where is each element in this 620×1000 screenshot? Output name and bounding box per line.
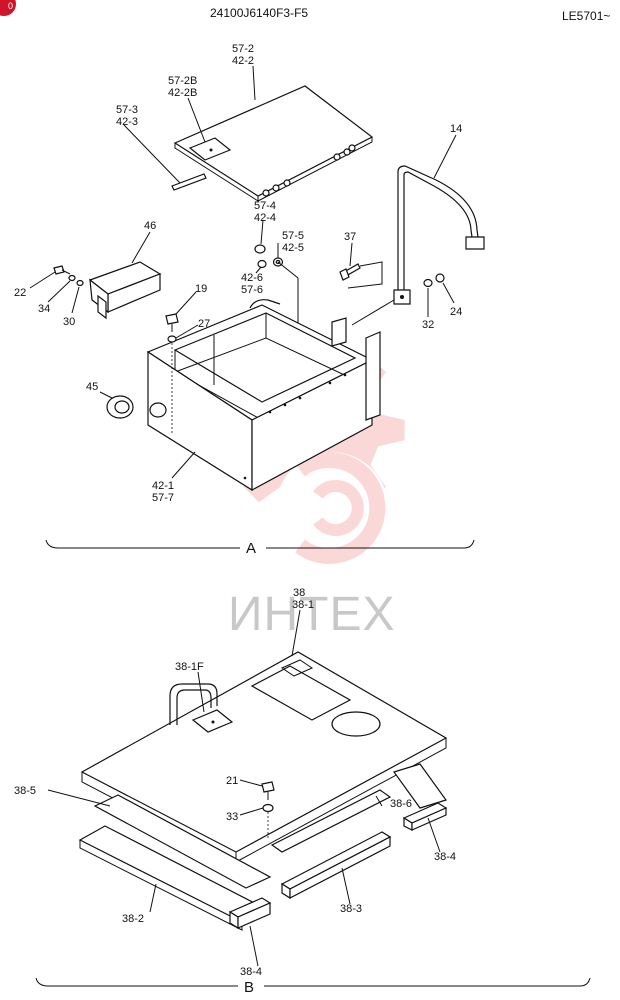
watermark-text: ИНТЕХ (228, 588, 396, 641)
callout-42-5: 42-5 (282, 242, 304, 254)
callout-42-2b: 42-2B (168, 87, 197, 99)
bolt-37 (339, 261, 383, 289)
bracket-46 (88, 261, 162, 320)
screw-22 (53, 265, 71, 275)
callout-37: 37 (344, 231, 356, 243)
callouts-b: 38 38-1 38-1F 21 33 38-5 38-6 38-4 38-2 … (14, 587, 456, 978)
handle-rail-14 (393, 165, 485, 305)
callout-14: 14 (450, 123, 462, 135)
callout-42-4: 42-4 (254, 212, 276, 224)
bar-38-4-bottom (228, 897, 272, 930)
section-b-bracket (35, 977, 591, 987)
callout-34: 34 (38, 303, 50, 315)
callout-42-2: 42-2 (232, 55, 254, 67)
callout-32: 32 (422, 319, 434, 331)
frame-38-6 (270, 789, 392, 853)
callout-42-3: 42-3 (116, 116, 138, 128)
callout-57-5: 57-5 (282, 230, 304, 242)
grommet-45 (106, 395, 134, 419)
callout-38-2: 38-2 (122, 913, 144, 925)
callout-57-2b: 57-2B (168, 75, 197, 87)
callout-38-5: 38-5 (14, 785, 36, 797)
bar-38-3 (280, 831, 392, 900)
callouts-a: 57-2 42-2 57-2B 42-2B 57-3 42-3 57-4 42-… (14, 43, 462, 504)
nut-42-6 (257, 259, 267, 269)
callout-57-6: 57-6 (241, 284, 263, 296)
callout-57-4: 57-4 (254, 200, 276, 212)
callout-38-3: 38-3 (340, 903, 362, 915)
callout-57-2: 57-2 (232, 43, 254, 55)
enclosure-box-42-1 (146, 299, 381, 492)
callout-42-1: 42-1 (152, 480, 174, 492)
section-a-label: A (246, 540, 256, 557)
header-model: LE5701~ (562, 9, 610, 23)
corner-badge: 0 (0, 0, 16, 16)
callout-46: 46 (144, 220, 156, 232)
callout-38-6: 38-6 (390, 798, 412, 810)
callout-27: 27 (198, 318, 210, 330)
rod-57-3 (171, 173, 207, 191)
washer-34 (68, 274, 76, 282)
callout-21: 21 (226, 775, 238, 787)
callout-38-4-right: 38-4 (434, 851, 456, 863)
washer-30 (76, 279, 84, 287)
bolt-21 (261, 781, 275, 800)
section-a-bracket (45, 539, 475, 549)
callout-42-6: 42-6 (241, 272, 263, 284)
callout-45: 45 (86, 381, 98, 393)
nut-32 (423, 278, 433, 288)
callout-38-1f: 38-1F (175, 661, 204, 673)
callout-33: 33 (226, 811, 238, 823)
callout-24: 24 (450, 306, 462, 318)
cover-panel-57-2 (173, 85, 374, 202)
bolt-19 (165, 313, 179, 332)
callout-57-7: 57-7 (152, 492, 174, 504)
leaders-b (47, 609, 441, 967)
corner-badge-text: 0 (8, 1, 13, 11)
leaders-a (29, 65, 457, 479)
callout-19: 19 (195, 283, 207, 295)
callout-57-3: 57-3 (116, 104, 138, 116)
nut-24 (435, 273, 445, 283)
frame-38-5 (93, 794, 272, 889)
header-code: 24100J6140F3-F5 (210, 6, 308, 20)
callout-38: 38 (293, 587, 305, 599)
callout-30: 30 (63, 316, 75, 328)
callout-38-1: 38-1 (292, 599, 314, 611)
top-panel-38 (80, 651, 448, 863)
callout-22: 22 (14, 287, 26, 299)
section-b-label: B (244, 979, 254, 996)
callout-38-4-bottom: 38-4 (240, 966, 262, 978)
bar-38-4-right (393, 763, 448, 831)
nut-57-4 (254, 244, 266, 254)
washer-33 (262, 803, 274, 813)
washer-27 (167, 335, 177, 343)
